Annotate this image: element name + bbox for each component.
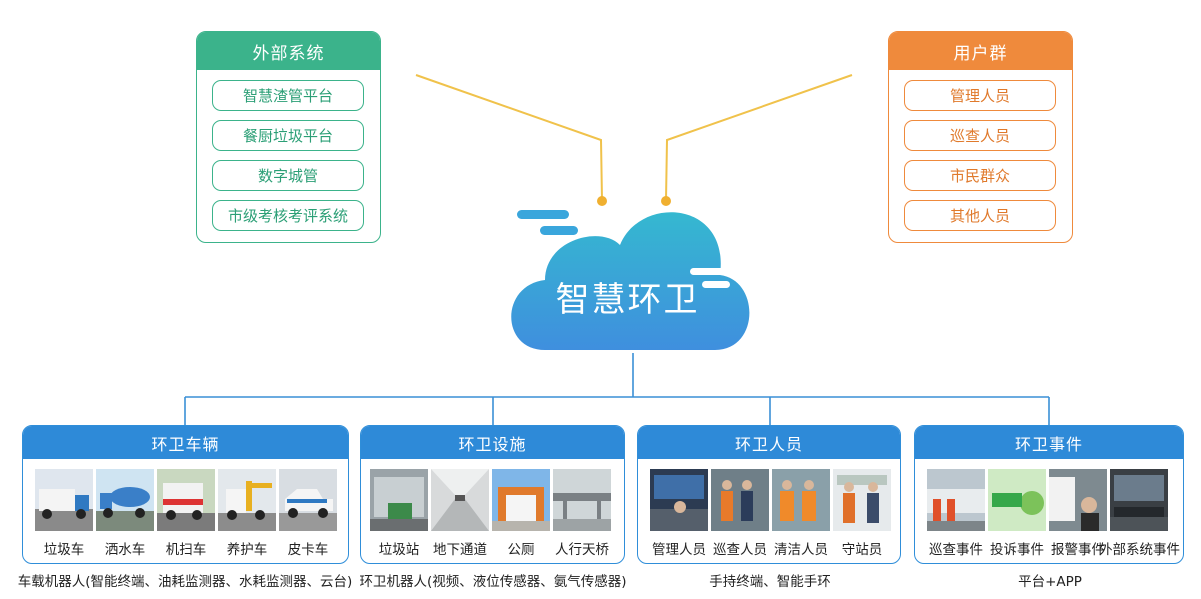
tile-label: 外部系统事件 bbox=[1099, 542, 1180, 558]
group-caption: 手持终端、智能手环 bbox=[709, 574, 831, 590]
tile-label: 皮卡车 bbox=[287, 542, 329, 558]
tile-label: 巡查事件 bbox=[929, 542, 983, 558]
tile-label: 垃圾站 bbox=[378, 542, 420, 558]
tile-label: 管理人员 bbox=[652, 542, 706, 558]
inspection-event-image[interactable] bbox=[927, 469, 985, 531]
station-keeper-image[interactable] bbox=[833, 469, 891, 531]
group-vehicles-panel: 环卫车辆 垃圾车 洒水车 机扫车 养护车 皮卡车 bbox=[22, 425, 349, 564]
garbage-station-image[interactable] bbox=[370, 469, 428, 531]
pedestrian-bridge-image[interactable] bbox=[553, 469, 611, 531]
connector-dot-left bbox=[597, 196, 607, 206]
tile-label: 巡查人员 bbox=[713, 542, 767, 558]
group-title: 环卫人员 bbox=[638, 426, 900, 459]
tile-label: 清洁人员 bbox=[774, 542, 828, 558]
center-title: 智慧环卫 bbox=[555, 280, 700, 320]
tile-label: 守站员 bbox=[841, 542, 883, 558]
external-item[interactable]: 餐厨垃圾平台 bbox=[212, 120, 364, 151]
group-caption: 环卫机器人(视频、液位传感器、氨气传感器) bbox=[359, 574, 627, 590]
inspectors-image[interactable] bbox=[711, 469, 769, 531]
tree-lines bbox=[184, 353, 1050, 426]
external-item[interactable]: 数字城管 bbox=[212, 160, 364, 191]
connector-users bbox=[665, 74, 853, 201]
external-event-image[interactable] bbox=[1110, 469, 1168, 531]
managers-image[interactable] bbox=[650, 469, 708, 531]
user-item[interactable]: 巡查人员 bbox=[904, 120, 1056, 151]
tile-label: 人行天桥 bbox=[555, 542, 609, 558]
group-personnel-panel: 环卫人员 管理人员 巡查人员 清洁人员 守站员 bbox=[637, 425, 901, 564]
maintenance-truck-image[interactable] bbox=[218, 469, 276, 531]
user-item[interactable]: 管理人员 bbox=[904, 80, 1056, 111]
tile-label: 机扫车 bbox=[165, 542, 207, 558]
user-group-title: 用户群 bbox=[889, 32, 1072, 70]
tile-label: 洒水车 bbox=[104, 542, 146, 558]
group-facilities-panel: 环卫设施 垃圾站 地下通道 公厕 人行天桥 bbox=[360, 425, 625, 564]
tile-label: 地下通道 bbox=[433, 542, 487, 558]
group-caption: 平台+APP bbox=[1018, 574, 1082, 590]
tile-label: 投诉事件 bbox=[990, 542, 1044, 558]
group-title: 环卫车辆 bbox=[23, 426, 348, 459]
cleaners-image[interactable] bbox=[772, 469, 830, 531]
external-item[interactable]: 智慧渣管平台 bbox=[212, 80, 364, 111]
user-item[interactable]: 其他人员 bbox=[904, 200, 1056, 231]
tile-label: 养护车 bbox=[226, 542, 268, 558]
user-item[interactable]: 市民群众 bbox=[904, 160, 1056, 191]
sprinkler-truck-image[interactable] bbox=[96, 469, 154, 531]
pickup-truck-image[interactable] bbox=[279, 469, 337, 531]
group-title: 环卫事件 bbox=[915, 426, 1183, 459]
external-systems-title: 外部系统 bbox=[197, 32, 380, 70]
cloud-shape bbox=[511, 210, 750, 350]
group-title: 环卫设施 bbox=[361, 426, 624, 459]
group-caption: 车载机器人(智能终端、油耗监测器、水耗监测器、云台) bbox=[17, 574, 353, 590]
external-systems-panel: 外部系统 智慧渣管平台 餐厨垃圾平台 数字城管 市级考核考评系统 bbox=[196, 31, 381, 243]
external-item[interactable]: 市级考核考评系统 bbox=[212, 200, 364, 231]
garbage-truck-image[interactable] bbox=[35, 469, 93, 531]
public-toilet-image[interactable] bbox=[492, 469, 550, 531]
alarm-event-image[interactable] bbox=[1049, 469, 1107, 531]
user-group-panel: 用户群 管理人员 巡查人员 市民群众 其他人员 bbox=[888, 31, 1073, 243]
underpass-image[interactable] bbox=[431, 469, 489, 531]
connector-external bbox=[415, 74, 603, 201]
tile-label: 公厕 bbox=[507, 542, 535, 558]
connector-dot-right bbox=[661, 196, 671, 206]
complaint-event-image[interactable] bbox=[988, 469, 1046, 531]
sweeper-truck-image[interactable] bbox=[157, 469, 215, 531]
group-events-panel: 环卫事件 巡查事件 投诉事件 报警事件 外部系统事件 bbox=[914, 425, 1184, 564]
tile-label: 报警事件 bbox=[1051, 542, 1105, 558]
tile-label: 垃圾车 bbox=[43, 542, 85, 558]
